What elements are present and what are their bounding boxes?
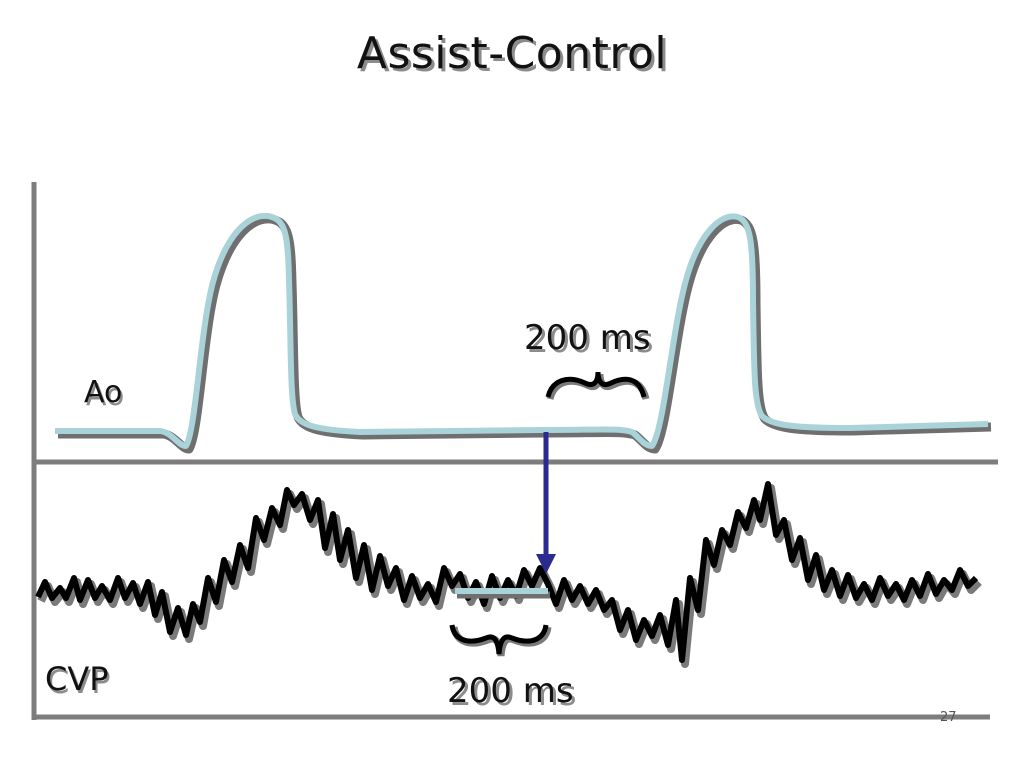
cvp-label: CVP — [45, 660, 109, 698]
cvp-interval-bar — [455, 588, 550, 599]
bottom-interval-brace — [449, 624, 552, 657]
timing-arrow — [536, 432, 556, 574]
svg-text:Ao: Ao — [86, 378, 124, 413]
page-number: 27 — [940, 710, 957, 725]
top-interval-label-group: 200 ms 200 ms — [524, 318, 654, 361]
slide-title: Assist-Control — [356, 28, 668, 79]
bottom-interval-label-group: 200 ms 200 ms — [447, 671, 577, 714]
svg-text:200 ms: 200 ms — [450, 674, 577, 714]
axes — [31, 182, 998, 720]
svg-text:200 ms: 200 ms — [527, 321, 654, 361]
bottom-interval-label: 200 ms — [447, 671, 574, 711]
cvp-trace-line — [35, 481, 979, 663]
aortic-pressure-trace — [55, 212, 992, 454]
ao-label: Ao — [84, 375, 122, 410]
top-interval-label: 200 ms — [524, 318, 651, 358]
cvp-label-group: CVP CVP — [45, 660, 111, 701]
top-interval-brace — [545, 371, 650, 401]
ao-label-group: Ao Ao — [84, 375, 124, 413]
svg-text:CVP: CVP — [47, 663, 111, 701]
aortic-trace-line — [55, 212, 989, 449]
